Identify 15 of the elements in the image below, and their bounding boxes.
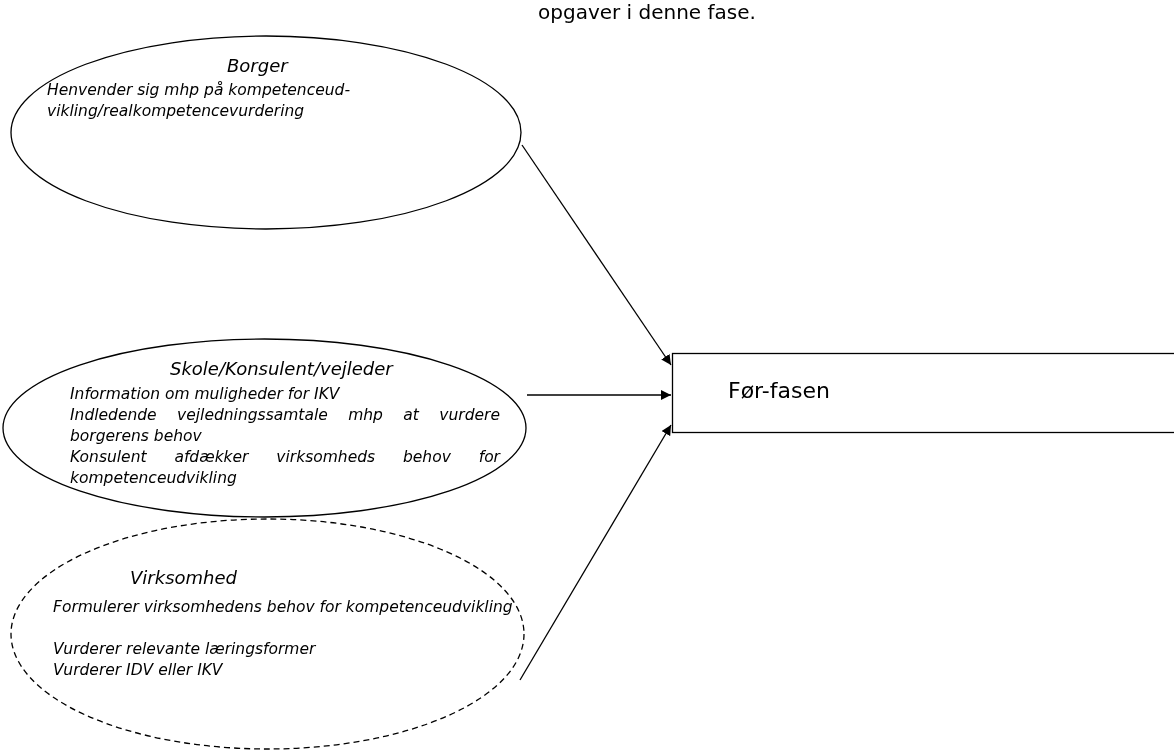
note-text: opgaver i denne fase. [538,0,756,24]
node-text: Henvender sig mhp på kompetenceud- vikling/realkompetencevurdering [47,80,351,122]
node-text: Konsulent afdækker virksomheds behov for kompetenceudvikling [70,447,500,489]
node-text: Vurderer IDV eller IKV [53,660,224,681]
arrow [519,424,672,681]
node-heading: Virksomhed [130,567,237,588]
arrow [521,144,672,366]
node-label: Før-fasen [728,378,830,403]
node-text: Indledende vejledningssamtale mhp at vurdere borgerens behov [70,405,500,447]
node-text: Vurderer relevante læringsformer [53,639,317,660]
node-text: Information om muligheder for IKV [70,384,341,405]
node-heading: Skole/Konsulent/vejleder [170,358,393,379]
node-heading: Borger [227,55,288,76]
arrow [526,390,672,400]
node-text: Formulerer virksomhedens behov for kompetenceudvikling [53,597,514,618]
